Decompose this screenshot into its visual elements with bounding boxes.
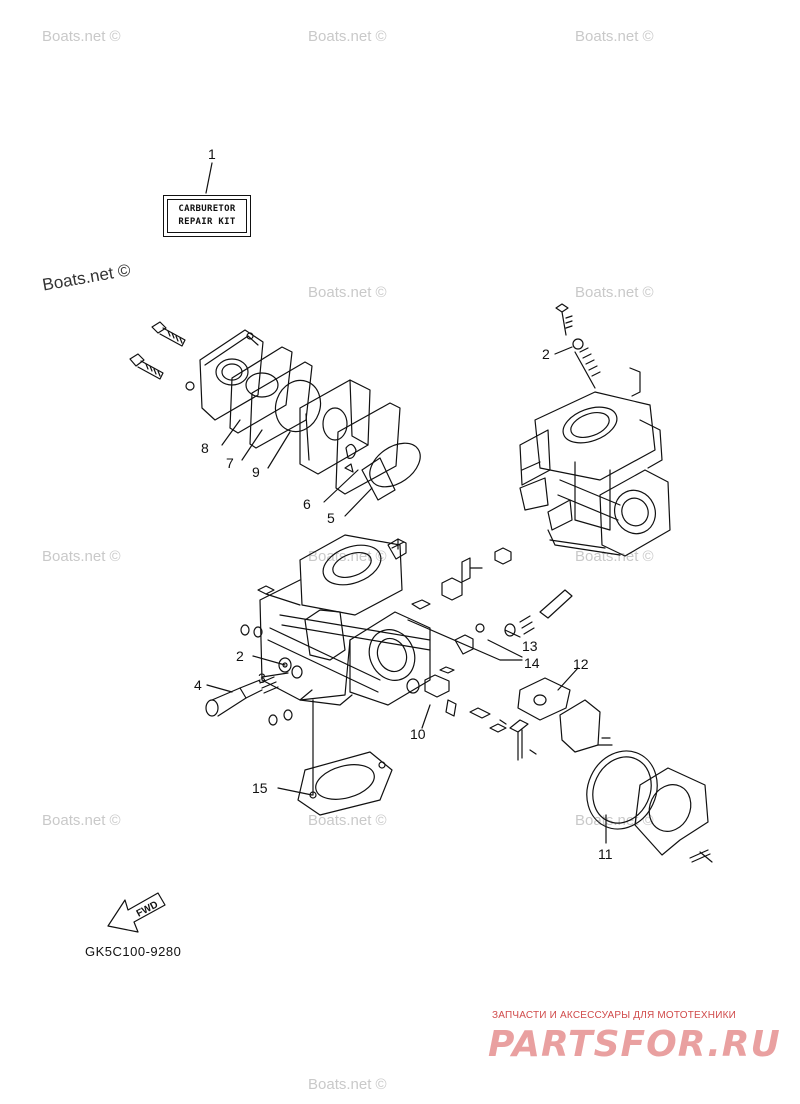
gasket (229, 346, 293, 434)
watermark: Boats.net © (308, 812, 387, 829)
watermark: Boats.net © (42, 28, 121, 45)
mounting-bolts (129, 321, 186, 380)
callout-1: 1 (208, 146, 216, 162)
watermark: Boats.net © (308, 28, 387, 45)
callout-7: 7 (226, 455, 234, 471)
repair-kit-line2: REPAIR KIT (178, 217, 236, 227)
callout-2: 2 (542, 346, 550, 362)
repair-kit-label: CARBURETOR REPAIR KIT (163, 195, 251, 237)
brand-subtitle: ЗАПЧАСТИ И АКСЕССУАРЫ ДЛЯ МОТОТЕХНИКИ (492, 1010, 737, 1021)
watermark: Boats.net © (42, 548, 121, 565)
callout-13: 13 (522, 638, 538, 654)
watermark: Boats.net © (575, 28, 654, 45)
callout-14: 14 (524, 655, 540, 671)
callout-8: 8 (201, 440, 209, 456)
brand-logo: PARTSFOR.RU (488, 1024, 781, 1065)
jet-parts (411, 547, 573, 761)
base-gasket (297, 751, 393, 816)
watermark: Boats.net © (575, 548, 654, 565)
callout-5: 5 (327, 510, 335, 526)
diaphragm-cover (559, 699, 713, 863)
callout-15: 15 (252, 780, 268, 796)
callout-11: 11 (598, 846, 613, 862)
watermark: Boats.net © (308, 284, 387, 301)
callout-4: 4 (194, 677, 202, 693)
watermark: Boats.net © (575, 284, 654, 301)
assembled-carburetor (519, 303, 671, 557)
watermark: Boats.net © (308, 1076, 387, 1093)
bracket (517, 677, 571, 721)
callout-2: 2 (236, 648, 244, 664)
valve-plate (335, 402, 401, 495)
callout-9: 9 (252, 464, 260, 480)
carburetor-body (257, 534, 523, 706)
adjust-screw (205, 679, 263, 717)
callout-3: 3 (258, 670, 266, 686)
repair-kit-line1: CARBURETOR (178, 204, 236, 214)
small-washers (240, 624, 420, 726)
watermark: Boats.net © (42, 812, 121, 829)
callout-10: 10 (410, 726, 426, 742)
check-valve (361, 442, 421, 501)
leader-lines (205, 162, 607, 844)
callout-12: 12 (573, 656, 589, 672)
callout-6: 6 (303, 496, 311, 512)
diagram-code: GK5C100-9280 (85, 944, 182, 959)
fwd-arrow-icon (107, 892, 166, 933)
pump-body (299, 379, 371, 475)
